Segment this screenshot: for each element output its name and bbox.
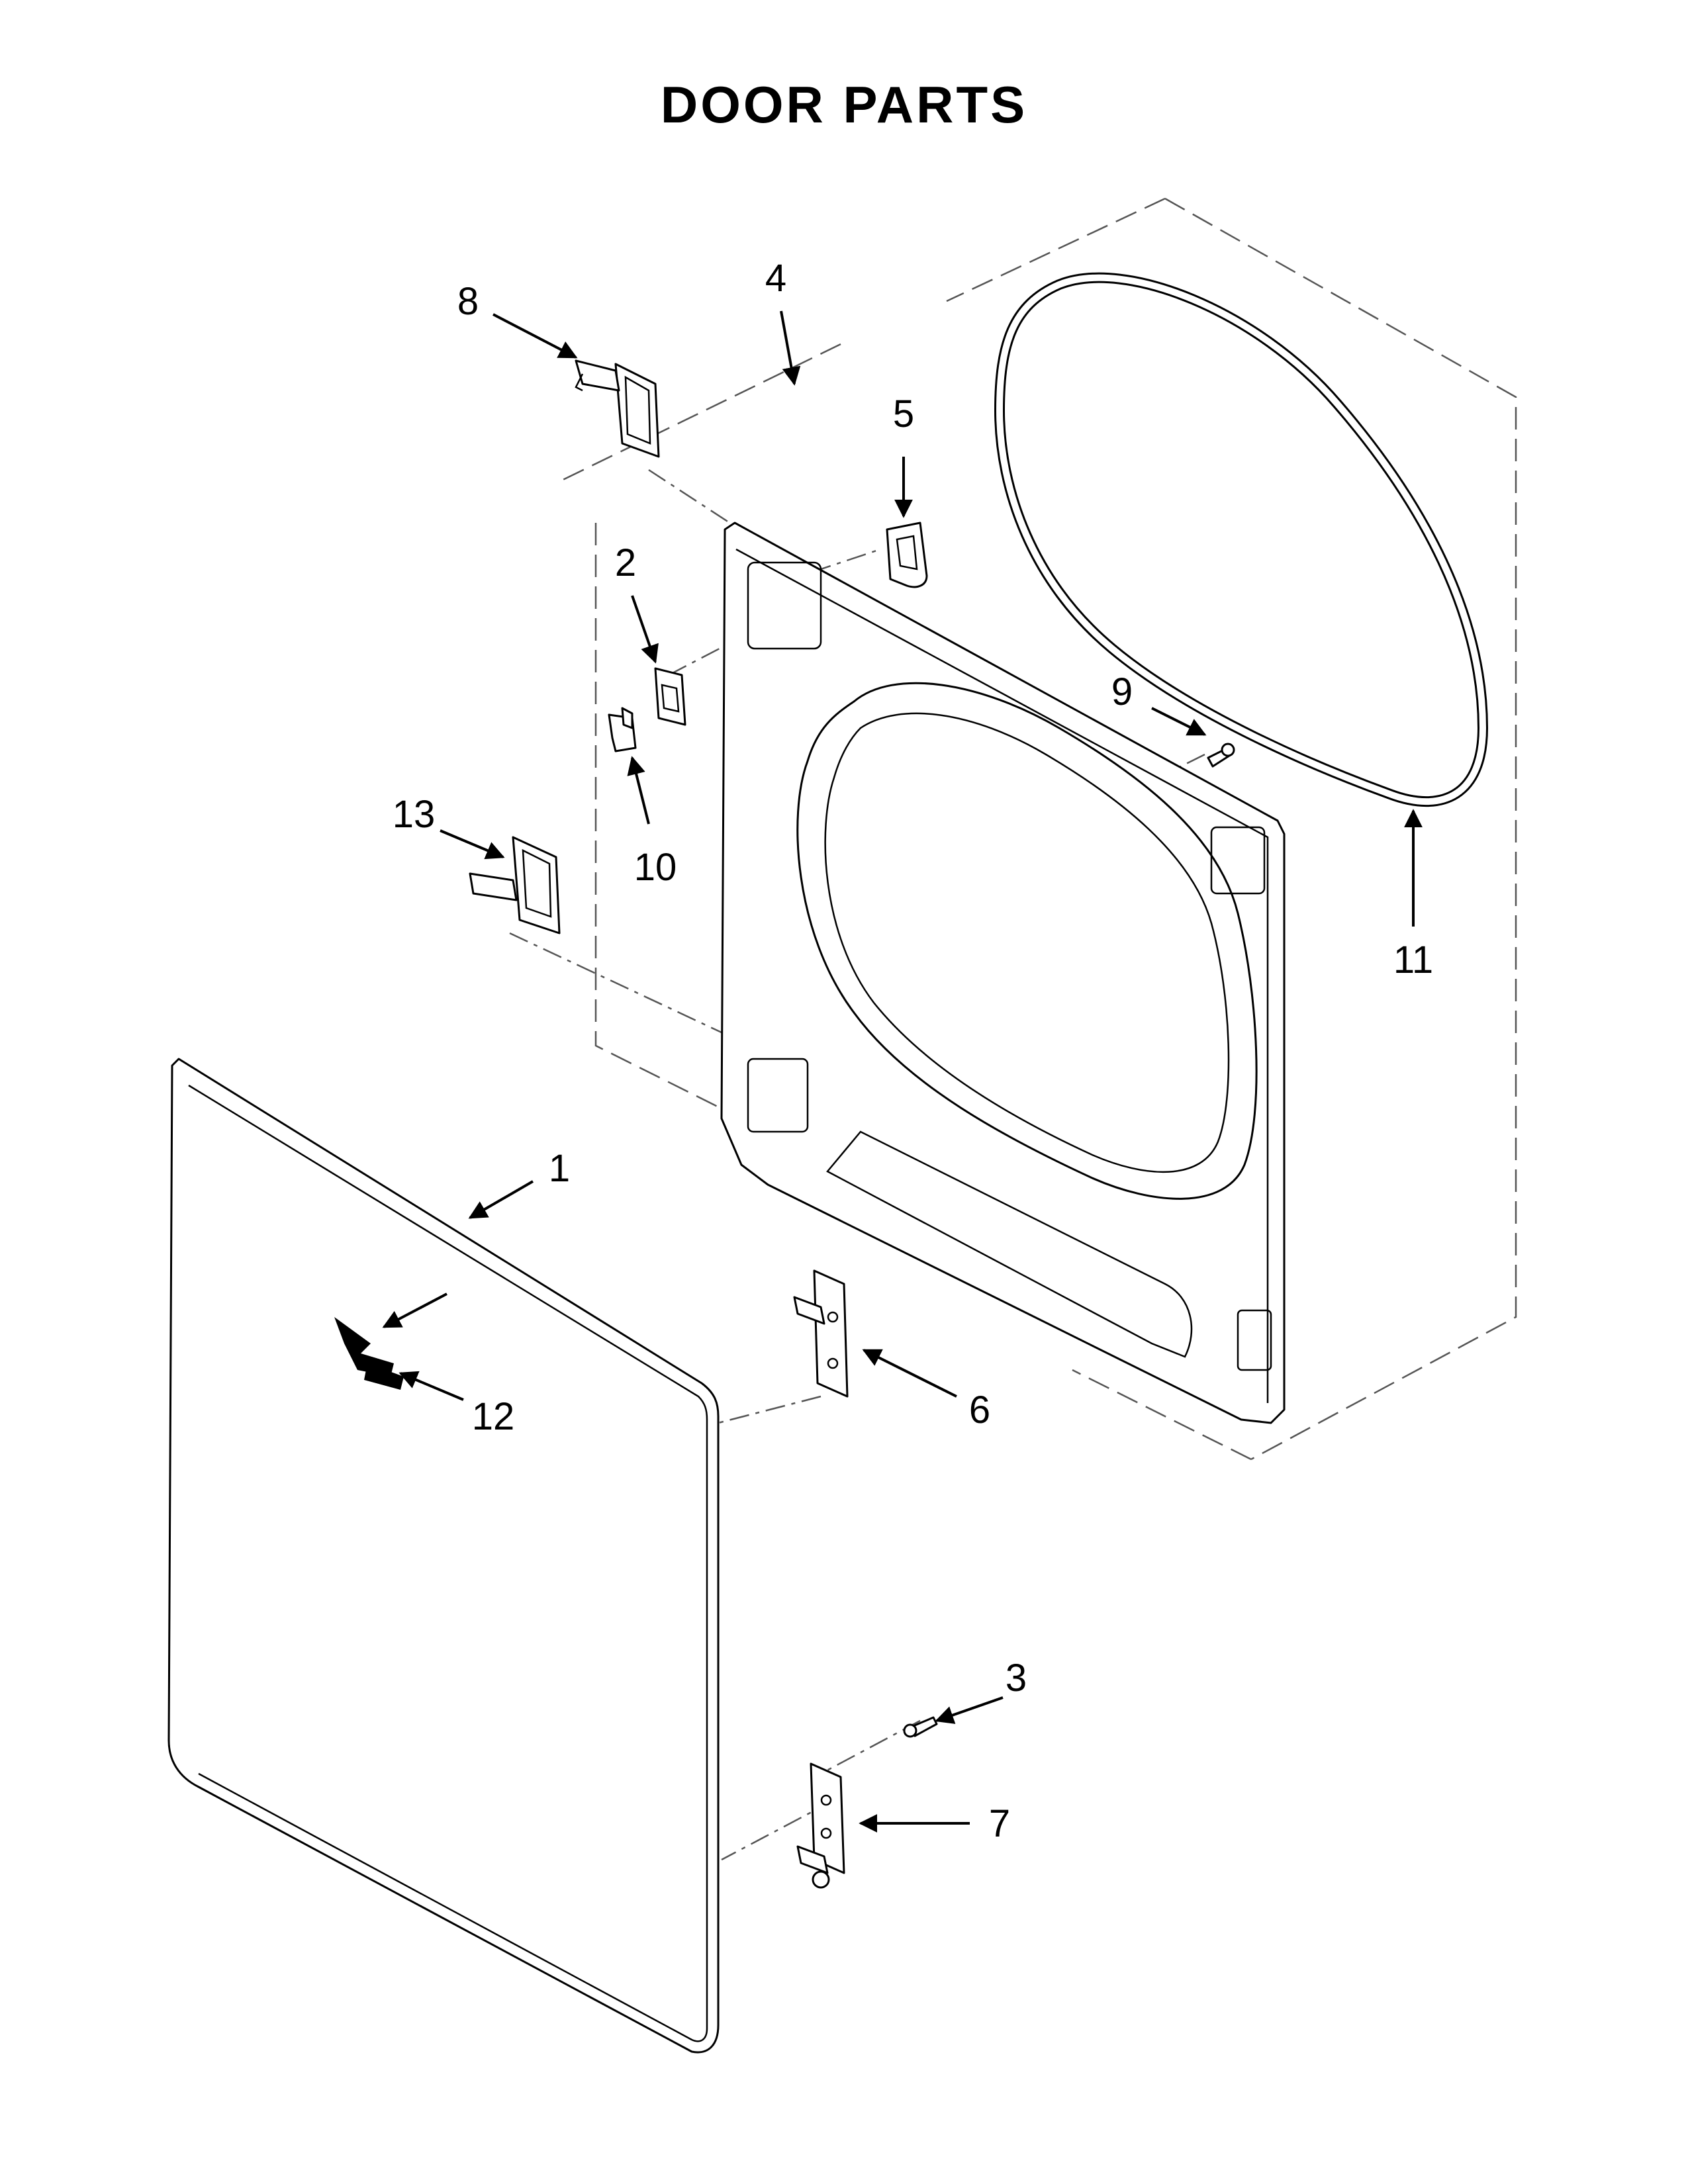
callout-1: 1 [549, 1147, 570, 1190]
upper-handle-cover [575, 359, 660, 458]
lower-hinge [796, 1762, 845, 1889]
callout-12: 12 [472, 1395, 515, 1438]
latch-bezel [654, 667, 686, 726]
callout-3: 3 [1006, 1657, 1027, 1700]
callout-2: 2 [615, 541, 636, 584]
callout-4: 4 [765, 257, 786, 300]
screw-9 [1207, 743, 1235, 768]
callout-10: 10 [634, 846, 677, 889]
inner-door-panel [720, 522, 1286, 1424]
callout-11: 11 [1393, 938, 1433, 981]
door-seal-gasket [994, 272, 1488, 807]
callout-6: 6 [969, 1388, 990, 1432]
callout-5: 5 [893, 392, 914, 435]
strike-plate [886, 522, 928, 588]
callout-8: 8 [457, 280, 479, 323]
page-title: DOOR PARTS [661, 75, 1027, 134]
upper-hinge [793, 1269, 849, 1398]
callout-13: 13 [393, 793, 436, 836]
callout-labels: 8 4 5 2 9 10 13 11 1 12 6 3 7 [393, 257, 1433, 1845]
leader-lines [382, 310, 1423, 1833]
lower-handle-cover [469, 836, 561, 934]
whirlpool-logo-badge [334, 1317, 404, 1390]
outer-door [167, 1058, 720, 2054]
callout-7: 7 [989, 1802, 1010, 1845]
callout-9: 9 [1111, 670, 1133, 713]
screw-3 [903, 1716, 938, 1738]
door-catch [608, 707, 637, 752]
